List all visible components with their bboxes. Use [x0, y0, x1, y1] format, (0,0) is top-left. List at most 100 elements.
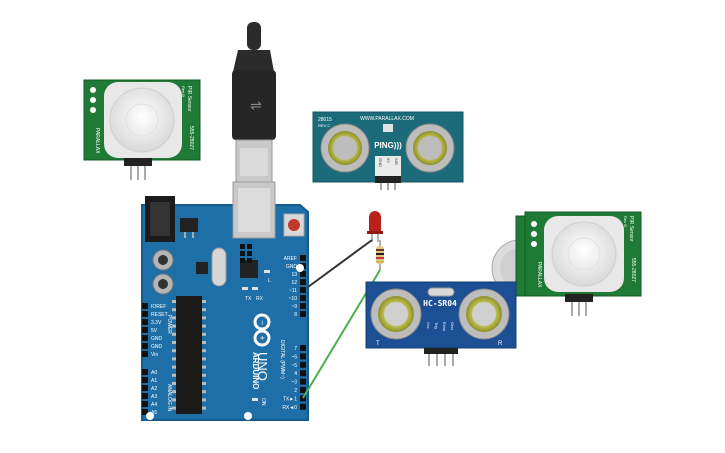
chip-pin: [202, 398, 206, 402]
power-pin[interactable]: [142, 343, 148, 349]
digital-pin[interactable]: [300, 370, 306, 377]
pir-left-part: 555-28027: [188, 126, 194, 150]
on-label: ON: [260, 398, 266, 406]
chip-pin: [172, 365, 176, 369]
chip-pin: [202, 300, 206, 303]
uno-model-label: UNO: [255, 352, 270, 381]
chip-pin: [172, 349, 176, 353]
chip-pin: [202, 349, 206, 353]
chip-pins-right: [202, 300, 206, 410]
chip-pins-left: [172, 300, 176, 410]
digital-pin[interactable]: [300, 303, 306, 309]
digital-pin-label: AREF: [284, 256, 297, 262]
arduino-uno-board[interactable]: TX RX L − + ARDUINO UNO ON POWER ANALOG …: [141, 181, 309, 421]
digital-pin[interactable]: [300, 378, 306, 385]
chip-pin: [172, 300, 176, 303]
digital-pin-label: GND: [286, 264, 298, 270]
analog-pin[interactable]: [142, 369, 148, 375]
digital-pin[interactable]: [300, 279, 306, 285]
pir-right-title: PIR Sensor: [628, 216, 634, 242]
ping-pin-label: SIG: [394, 158, 399, 165]
chip-pin: [202, 341, 206, 344]
digital-pin[interactable]: [300, 271, 306, 277]
chip-pin: [172, 373, 176, 377]
analog-pin[interactable]: [142, 385, 148, 391]
black-wire[interactable]: [307, 239, 373, 288]
digital-pin[interactable]: [300, 395, 306, 402]
digital-pin-label: RX◄0: [282, 405, 297, 411]
digital-pin[interactable]: [300, 403, 306, 410]
analog-pin[interactable]: [142, 393, 148, 399]
power-pin[interactable]: [142, 311, 148, 317]
power-pin[interactable]: [142, 319, 148, 325]
power-pin[interactable]: [142, 335, 148, 341]
power-pin-label: RESET: [151, 312, 168, 318]
chip-pin: [202, 324, 206, 328]
tx-label: TX: [245, 296, 252, 302]
chip-pin: [202, 308, 206, 312]
digital-pin[interactable]: [300, 311, 306, 317]
red-led[interactable]: [367, 211, 383, 242]
chip-pin: [172, 316, 176, 320]
power-pin-label: 5V: [151, 328, 158, 334]
icsp-pin: [240, 244, 245, 249]
arduino-brand-label: ARDUINO: [251, 352, 260, 389]
rx-label: RX: [256, 296, 264, 302]
digital-pin[interactable]: [300, 255, 306, 261]
chip-pin: [202, 373, 206, 377]
chip-pin: [172, 357, 176, 361]
analog-pin-label: A1: [151, 378, 157, 384]
hc-sr04-pin-label: Echo: [442, 322, 447, 332]
chip-pin: [172, 341, 176, 344]
l-label: L: [268, 278, 271, 284]
chip-pin: [202, 390, 206, 394]
power-pin-label: GND: [151, 344, 163, 350]
digital-pin-label: ~9: [291, 304, 297, 310]
icsp-pin: [247, 258, 252, 263]
power-section-label: POWER: [166, 315, 172, 334]
digital-pin-label: ~11: [289, 288, 297, 294]
chip-pin: [202, 365, 206, 369]
chip-pin: [172, 382, 176, 385]
icsp-pin: [240, 251, 245, 256]
power-pin[interactable]: [142, 327, 148, 333]
analog-pin[interactable]: [142, 409, 148, 415]
digital-pin[interactable]: [300, 387, 306, 393]
ping-pin-label: 5V: [386, 158, 391, 163]
hc-sr04-t-mark: T: [376, 341, 380, 347]
hc-sr04-pin-label: Trig: [434, 322, 439, 329]
power-pin[interactable]: [142, 351, 148, 357]
chip-pin: [202, 332, 206, 336]
power-pin-label: GND: [151, 336, 163, 342]
chip-pin: [172, 332, 176, 336]
icsp-pin: [247, 251, 252, 256]
analog-pin[interactable]: [142, 401, 148, 407]
analog-pin-label: A3: [151, 394, 157, 400]
ping-ultrasonic-sensor[interactable]: 28015 REV C WWW.PARALLAX.COM PING))) GND…: [312, 111, 464, 190]
digital-pin[interactable]: [300, 295, 306, 301]
pir-sensor-left[interactable]: PARALLAX PIR Sensor Rev B 555-28027: [83, 79, 201, 180]
analog-pin-label: A4: [151, 402, 157, 408]
ping-part: 28015: [318, 117, 332, 123]
digital-pin[interactable]: [300, 345, 306, 351]
analog-pin[interactable]: [142, 377, 148, 383]
hc-sr04-r-mark: R: [498, 341, 503, 347]
power-pin-label: IOREF: [151, 304, 166, 310]
digital-pin[interactable]: [300, 287, 306, 293]
chip-pin: [202, 357, 206, 361]
digital-pin[interactable]: [300, 361, 306, 368]
power-pin[interactable]: [142, 303, 148, 309]
digital-pin-label: 8: [294, 312, 297, 318]
digital-pin[interactable]: [300, 353, 306, 360]
usb-cable[interactable]: ⇌: [232, 22, 276, 183]
hc-sr04-model-label: HC-SR04: [423, 299, 457, 308]
resistor[interactable]: [376, 240, 384, 270]
pir-sensor-right[interactable]: PARALLAX PIR Sensor Rev B 555-28027: [515, 211, 642, 316]
analog-section-label: ANALOG IN: [166, 384, 172, 412]
